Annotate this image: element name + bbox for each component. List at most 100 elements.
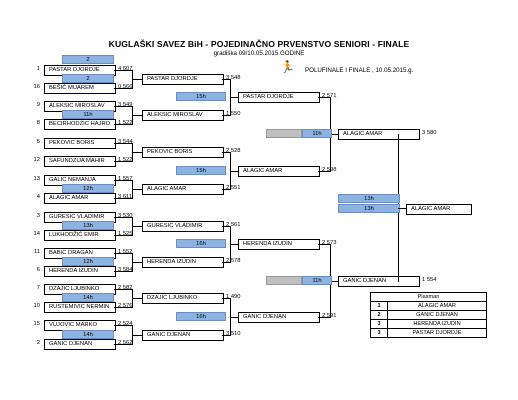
match-score: 3 510 xyxy=(226,331,241,337)
match-score: 3 580 xyxy=(422,130,437,136)
seed-number: 15 xyxy=(33,321,40,327)
player-box: DZAJIC LJUBINKO xyxy=(142,293,224,304)
bracket-line xyxy=(330,134,338,135)
bracket-line xyxy=(114,106,132,107)
match-time: 2 xyxy=(62,55,114,64)
match-score: 0 566 xyxy=(118,84,133,90)
match-time: 15h xyxy=(176,92,226,101)
bracket-line xyxy=(114,161,132,162)
player-box: PEKOVIC BORIS xyxy=(142,147,224,158)
player-box: RUSTEMIVIC NERMIN xyxy=(44,302,116,313)
bracket-line xyxy=(114,307,132,308)
bracket-line xyxy=(114,143,132,144)
winner-box: ALAGIC AMAR xyxy=(406,204,472,215)
pending-slot xyxy=(266,276,302,285)
match-score: 2 551 xyxy=(226,185,241,191)
player-box: HERENDA IZUDIN xyxy=(142,257,224,268)
player-box: BEŠIĆ MUAREM xyxy=(44,83,116,94)
bracket-line xyxy=(132,115,142,116)
bracket-line xyxy=(318,317,330,318)
match-score: 2 591 xyxy=(322,313,337,319)
match-score: 3 544 xyxy=(118,139,133,145)
page-title: KUGLAŠKI SAVEZ BiH - POJEDINAČNO PRVENST… xyxy=(108,39,410,49)
player-box: GANIC DJENAN xyxy=(338,276,420,287)
match-time: 12h xyxy=(62,257,114,266)
bracket-line xyxy=(114,217,132,218)
match-score: 2 598 xyxy=(322,167,337,173)
player-box: ALAGIC AMAR xyxy=(338,129,420,140)
match-score: 1 554 xyxy=(422,277,437,283)
standings-place: 2 xyxy=(370,310,388,320)
match-time: 13h xyxy=(62,221,114,230)
seed-number: 6 xyxy=(36,267,40,273)
match-time: 11h xyxy=(62,110,114,119)
player-box: GANIC DJENAN xyxy=(142,330,224,341)
match-score: 1 522 xyxy=(118,157,133,163)
bracket-line xyxy=(114,271,132,272)
seed-number: 5 xyxy=(36,139,40,145)
match-time: 11h xyxy=(302,276,332,285)
bracket-line xyxy=(114,253,132,254)
bracket-line xyxy=(132,226,142,227)
bracket-line xyxy=(230,97,238,98)
match-time: 13h xyxy=(338,204,400,213)
seed-number: 11 xyxy=(33,249,40,255)
bracket-line xyxy=(330,281,338,282)
bracket-line xyxy=(132,262,142,263)
standings-place: 3 xyxy=(370,319,388,329)
match-time: 13h xyxy=(338,194,400,203)
bracket-line xyxy=(222,115,230,116)
match-score: 1 557 xyxy=(118,176,133,182)
player-box: BECIRHODZIC HAJRO xyxy=(44,119,116,130)
match-score: 2 578 xyxy=(226,258,241,264)
seed-number: 2 xyxy=(36,340,40,346)
bracket-line xyxy=(222,152,230,153)
bracket-line xyxy=(230,171,238,172)
standings-place: 3 xyxy=(370,328,388,338)
seed-number: 3 xyxy=(36,213,40,219)
standings-name: PASTAR DJORDJE xyxy=(387,328,487,338)
bracket-line xyxy=(222,79,230,80)
seed-number: 13 xyxy=(33,176,40,182)
seed-number: 9 xyxy=(36,102,40,108)
bracket-line xyxy=(132,79,142,80)
match-time: 14h xyxy=(62,330,114,339)
seed-number: 16 xyxy=(33,84,40,90)
match-score: 2 562 xyxy=(118,340,133,346)
match-time: 15h xyxy=(176,166,226,175)
bracket-line xyxy=(132,152,142,153)
seed-number: 4 xyxy=(36,194,40,200)
bracket-line xyxy=(222,335,230,336)
match-time: 16h xyxy=(176,239,226,248)
match-score: 3 530 xyxy=(118,213,133,219)
bracket-line xyxy=(132,189,142,190)
match-score: 1 490 xyxy=(226,294,241,300)
standings-header: Plasman xyxy=(370,292,487,302)
standings-name: ALAGIC AMAR xyxy=(387,301,487,311)
bracket-line xyxy=(318,97,330,98)
match-score: 2 524 xyxy=(118,321,133,327)
match-score: 2 528 xyxy=(226,148,241,154)
match-score: 3 549 xyxy=(118,102,133,108)
bracket-line xyxy=(230,317,238,318)
bracket-line xyxy=(132,298,142,299)
bracket-line xyxy=(114,198,132,199)
player-box: HERENDA IZUDIN xyxy=(238,239,320,250)
match-score: 2 576 xyxy=(118,303,133,309)
seed-number: 1 xyxy=(36,66,40,72)
player-box: ALEKSIC MIROSLAV xyxy=(142,110,224,121)
seed-number: 7 xyxy=(36,285,40,291)
standings-place: 1 xyxy=(370,301,388,311)
match-score: 1 522 xyxy=(118,120,133,126)
bracket-line xyxy=(318,244,330,245)
player-box: LUKHODŽIĆ EMIR xyxy=(44,230,116,241)
match-score: 3 611 xyxy=(118,194,133,200)
bracket-line xyxy=(222,226,230,227)
match-time: 14h xyxy=(62,293,114,302)
match-score: 2 561 xyxy=(226,222,241,228)
match-score: 1 552 xyxy=(118,249,133,255)
